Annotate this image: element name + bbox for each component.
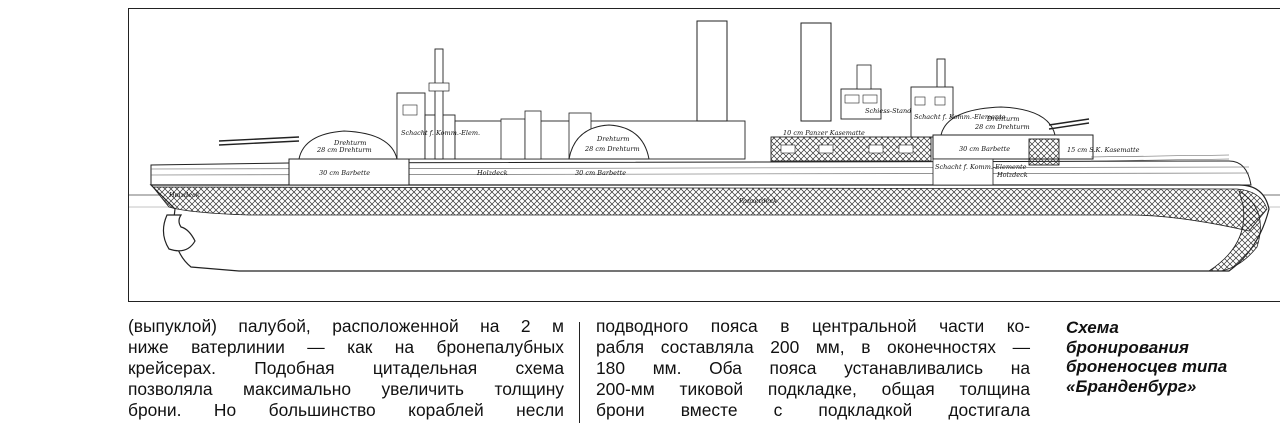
armor-belt-hatch xyxy=(152,186,1268,232)
label-tower-aft: Schacht f. Komm.-Elemente xyxy=(914,113,1006,121)
label-casemate-fore: Schacht f. Komm.-Elem. xyxy=(401,129,480,137)
label-turret-aft-sub: 28 cm Drehturm xyxy=(974,123,1030,131)
fore-mast xyxy=(434,48,444,160)
fore-gun xyxy=(218,136,300,142)
label-barbette-fore: 30 cm Barbette xyxy=(319,169,370,177)
label-elements-aft: Schacht f. Komm.-Elemente xyxy=(935,163,1027,171)
fore-turret xyxy=(298,130,398,160)
body-column-right: подводного пояса в центральной части ко-… xyxy=(596,316,1030,421)
caption-line: Схема xyxy=(1066,318,1119,337)
label-side-gun: 15 cm S.K. Kasematte xyxy=(1067,146,1140,154)
label-turret-mid: Drehturm xyxy=(596,135,629,143)
caption-line: «Бранденбург» xyxy=(1066,376,1197,396)
rudder xyxy=(162,214,196,252)
funnel-aft xyxy=(800,22,832,122)
label-turret-mid-sub: 28 cm Drehturm xyxy=(584,145,640,153)
body-line: крейсерах. Подобная цитадельная схема xyxy=(128,358,564,378)
mid-turret xyxy=(568,124,650,160)
body-line: позволяла максимально увеличить толщину xyxy=(128,379,564,399)
body-line: подводного пояса в центральной части ко- xyxy=(596,316,1030,336)
body-line: ниже ватерлинии — как на бронепалубных xyxy=(128,337,564,357)
body-line: брони. Но большинство кораблей несли xyxy=(128,400,564,420)
label-deck-3: Holzdeck xyxy=(996,171,1028,179)
label-turret-fore-sub: 28 cm Drehturm xyxy=(316,146,372,154)
label-turret-fore: Drehturm xyxy=(333,139,366,147)
label-bridge-aft: Schiess-Stand xyxy=(865,107,911,115)
caption-line: броненосцев типа xyxy=(1066,357,1228,376)
body-line: рабля составляла 200 мм, в оконечностях … xyxy=(596,337,1030,357)
funnel-fore xyxy=(696,20,728,122)
body-column-left: (выпуклой) палубой, расположенной на 2 м… xyxy=(128,316,564,421)
label-deck-1: Holzdeck xyxy=(168,191,200,199)
label-turret-aft: Drehturm xyxy=(986,115,1019,123)
label-casemate-mid: 10 cm Panzer Kasematte xyxy=(783,129,865,137)
caption-line: бронирования xyxy=(1066,337,1189,357)
armor-scheme-drawing: Drehturm 28 cm Drehturm 30 cm Barbette S… xyxy=(128,8,1280,302)
body-line: (выпуклой) палубой, расположенной на 2 м xyxy=(128,316,564,336)
label-barbette-mid: 30 cm Barbette xyxy=(575,169,626,177)
body-line: брони вместе с подкладкой достигала xyxy=(596,400,1030,420)
column-divider xyxy=(579,322,580,423)
body-line: 180 мм. Оба пояса устанавливались на xyxy=(596,358,1030,378)
label-deck-2: Holzdeck xyxy=(476,169,508,177)
aft-gun xyxy=(1048,118,1090,126)
body-line: 200-мм тиковой подкладке, общая толщина xyxy=(596,379,1030,399)
ram-bow-hatch xyxy=(1207,190,1261,272)
label-barbette-aft: 30 cm Barbette xyxy=(959,145,1010,153)
label-belt: Panzerdeck xyxy=(738,197,777,205)
figure-caption: Схема бронирования броненосцев типа «Бра… xyxy=(1066,318,1276,396)
